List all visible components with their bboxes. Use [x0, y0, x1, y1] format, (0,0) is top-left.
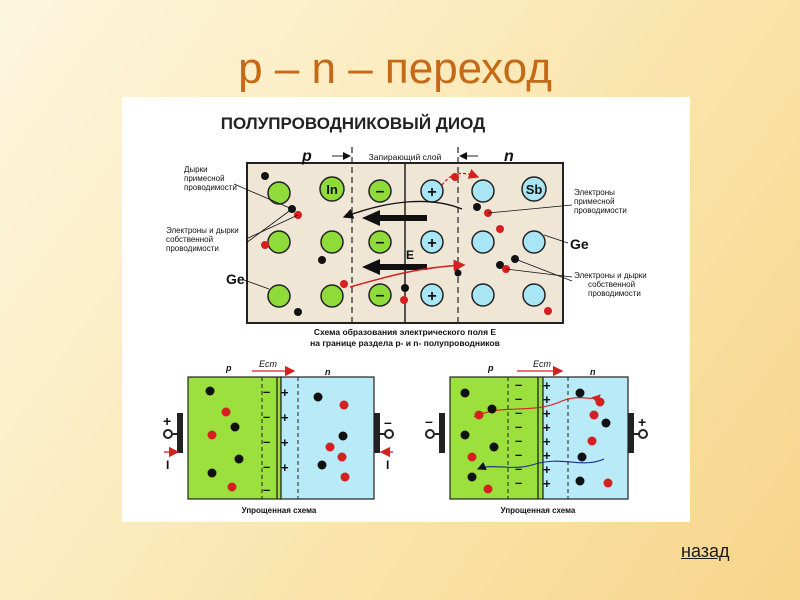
svg-text:–: – [263, 482, 270, 497]
svg-text:–: – [263, 384, 270, 399]
hole-path-top [441, 169, 480, 186]
svg-text:–: – [515, 433, 522, 448]
br-caption: Упрощенная схема [501, 506, 576, 515]
svg-text:+: + [163, 413, 171, 429]
back-link[interactable]: назад [681, 541, 730, 561]
svg-text:собственной: собственной [588, 280, 635, 289]
diagram-title: ПОЛУПРОВОДНИКОВЫЙ ДИОД [221, 114, 485, 133]
p-side-atoms [267, 181, 344, 308]
svg-text:+: + [543, 462, 551, 477]
svg-text:+: + [543, 406, 551, 421]
pn-junction-diagram: ПОЛУПРОВОДНИКОВЫЙ ДИОД p n Запирающий сл… [163, 114, 648, 515]
electrons [261, 172, 519, 316]
svg-text:+: + [281, 410, 289, 425]
svg-text:примесной: примесной [184, 174, 225, 183]
svg-text:–: – [515, 419, 522, 434]
svg-text:+: + [543, 392, 551, 407]
svg-text:–: – [425, 413, 433, 429]
svg-text:Электроны: Электроны [574, 188, 615, 197]
bl-current-label-left: I [166, 458, 169, 472]
br-p-label: p [487, 363, 494, 373]
svg-text:–: – [384, 414, 392, 430]
indium-label: In [326, 182, 338, 197]
n-region-label: n [504, 148, 514, 165]
ge-label-right: Ge [570, 236, 589, 252]
svg-text:+: + [543, 476, 551, 491]
svg-text:–: – [263, 434, 270, 449]
simplified-scheme-right: p n Eст ––– ––– –– +++ +++ ++ – + [425, 359, 648, 515]
simplified-scheme-left: p n Eст – – – – – + + + + + – I I [163, 359, 394, 515]
antimony-label: Sb [526, 182, 543, 197]
svg-text:–: – [515, 405, 522, 420]
svg-text:–: – [515, 447, 522, 462]
svg-text:–: – [515, 461, 522, 476]
svg-text:Дырки: Дырки [184, 165, 208, 174]
bl-field-label: Eст [259, 359, 278, 369]
svg-text:–: – [263, 459, 270, 474]
svg-text:–: – [376, 183, 385, 200]
svg-text:–: – [515, 391, 522, 406]
field-label: E [406, 248, 414, 262]
ge-label-left: Ge [226, 271, 245, 287]
svg-text:+: + [543, 378, 551, 393]
diagram-panel: ПОЛУПРОВОДНИКОВЫЙ ДИОД p n Запирающий сл… [122, 97, 690, 522]
negative-ions: – – – [368, 179, 392, 307]
n-side-atoms [471, 179, 546, 307]
svg-text:–: – [515, 377, 522, 392]
svg-text:+: + [638, 414, 646, 430]
callout-impurity-holes: Дырки примесной проводимости [184, 165, 293, 210]
svg-text:+: + [281, 435, 289, 450]
field-arrows [362, 210, 427, 275]
antimony-atom [521, 176, 547, 202]
svg-text:–: – [376, 234, 385, 251]
svg-text:проводимости: проводимости [588, 289, 641, 298]
callout-intrinsic-right: Электроны и дырки собственной проводимос… [505, 258, 647, 298]
bl-p-label: p [225, 363, 232, 373]
callout-intrinsic-left: Электроны и дырки собственной проводимос… [166, 208, 299, 253]
svg-text:+: + [281, 385, 289, 400]
svg-text:–: – [515, 475, 522, 490]
svg-text:+: + [543, 420, 551, 435]
svg-text:+: + [281, 460, 289, 475]
svg-text:собственной: собственной [166, 235, 213, 244]
svg-text:проводимости: проводимости [574, 206, 627, 215]
svg-text:+: + [427, 235, 436, 252]
bl-current-label-right: I [386, 458, 389, 472]
holes [261, 173, 552, 315]
indium-atom [319, 176, 345, 202]
slide-title: p – n – переход [238, 44, 552, 93]
caption-line1: Схема образования электрического поля E [314, 327, 496, 337]
callout-impurity-electrons: Электроны примесной проводимости [487, 188, 627, 215]
electron-path [342, 200, 463, 219]
bl-caption: Упрощенная схема [242, 506, 317, 515]
hole-path [349, 259, 466, 288]
svg-text:проводимости: проводимости [166, 244, 219, 253]
bl-n-label: n [325, 367, 331, 377]
svg-text:+: + [427, 288, 436, 305]
caption-line2: на границе раздела p- и n- полупроводник… [310, 338, 500, 348]
depletion-layer-label: Запирающий слой [369, 152, 442, 162]
p-region-label: p [301, 148, 312, 165]
svg-text:проводимости: проводимости [184, 183, 237, 192]
svg-text:+: + [543, 448, 551, 463]
positive-ions: + + + [420, 179, 444, 307]
svg-text:Электроны и дырки: Электроны и дырки [574, 271, 647, 280]
svg-text:–: – [263, 409, 270, 424]
svg-text:+: + [427, 184, 436, 201]
svg-text:+: + [543, 434, 551, 449]
svg-text:примесной: примесной [574, 197, 615, 206]
br-n-label: n [590, 367, 596, 377]
svg-text:Электроны и дырки: Электроны и дырки [166, 226, 239, 235]
top-junction-scheme: p n Запирающий слой In – – – + + [166, 147, 647, 324]
svg-text:–: – [376, 287, 385, 304]
br-field-label: Eст [533, 359, 552, 369]
